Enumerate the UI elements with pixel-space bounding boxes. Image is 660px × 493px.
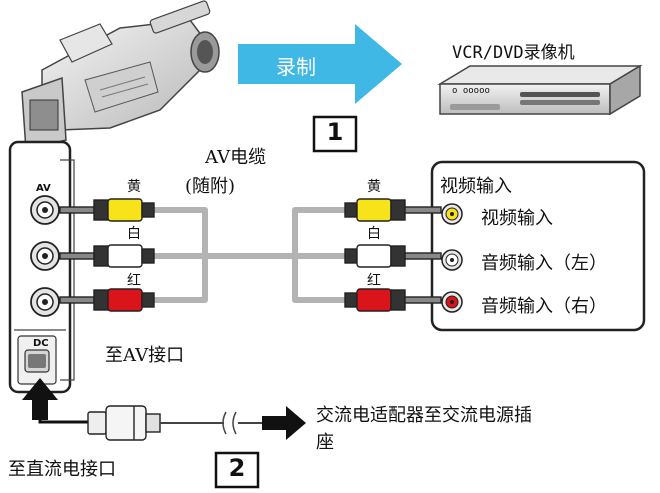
dc-lead-line xyxy=(38,418,88,424)
recorder-yellow-label: 黄 xyxy=(367,179,381,195)
video-input-label: 视频输入 xyxy=(481,208,553,229)
audio-right-input-label: 音频输入（右） xyxy=(481,296,607,317)
camera-jacks xyxy=(30,195,60,317)
av-jack-label: 至AV接口 xyxy=(105,345,185,366)
camera-yellow-label: 黄 xyxy=(127,179,141,195)
camera-side-plugs xyxy=(59,198,155,312)
adapter-label-line1: 交流电适配器至交流电源插 xyxy=(316,405,532,426)
audio-left-input-label: 音频输入（左） xyxy=(481,253,607,274)
dc-plug xyxy=(87,405,161,441)
record-arrow xyxy=(238,24,402,104)
camcorder-illustration xyxy=(21,0,220,151)
step-badge-1: 1 xyxy=(326,118,344,146)
av-cable xyxy=(154,207,345,303)
record-arrow-label: 录制 xyxy=(276,55,316,79)
camera-red-label: 红 xyxy=(127,273,141,289)
adapter-label-line2: 座 xyxy=(316,432,334,453)
recorder-brand: o ooooo xyxy=(452,86,490,96)
camera-av-label: AV xyxy=(36,183,51,194)
recorder-illustration xyxy=(437,64,643,116)
recorder-jacks xyxy=(441,203,463,313)
adapter-arrow xyxy=(262,406,306,440)
cable-name: AV电缆 xyxy=(205,147,267,168)
input-panel-box xyxy=(430,160,646,332)
camera-white-label: 白 xyxy=(127,226,141,242)
camera-dc-label: DC xyxy=(33,338,49,349)
adapter-cord-break xyxy=(222,411,237,435)
step-badge-2: 2 xyxy=(228,454,246,482)
step-badge-1-frame xyxy=(312,115,358,153)
input-panel-title: 视频输入 xyxy=(440,176,512,197)
dc-up-arrow xyxy=(22,378,58,420)
cable-note: (随附) xyxy=(185,176,236,197)
dc-jack-label: 至直流电接口 xyxy=(8,459,116,480)
recorder-red-label: 红 xyxy=(367,273,381,289)
recorder-side-plugs xyxy=(344,198,442,312)
recorder-white-label: 白 xyxy=(367,226,381,242)
step-badge-2-frame xyxy=(214,451,260,489)
recorder-label: VCR/DVD录像机 xyxy=(452,43,575,63)
